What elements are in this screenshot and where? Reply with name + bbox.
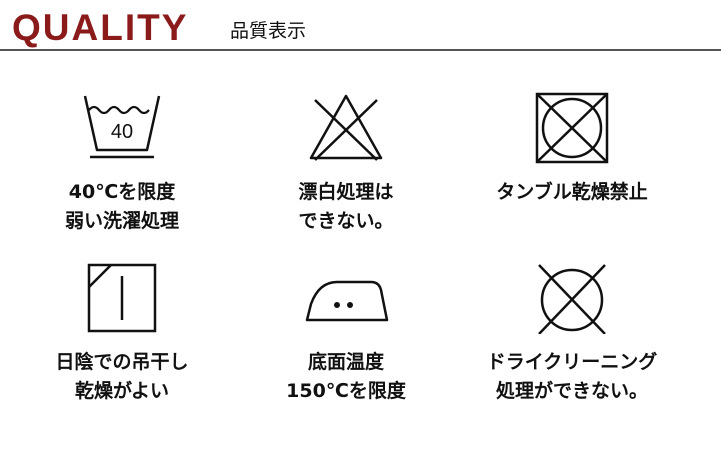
care-label-line: ドライクリーニング <box>486 351 658 373</box>
no-bleach-icon <box>309 94 383 161</box>
page-header: QUALITY 品質表示 <box>0 0 721 52</box>
care-label-line: 処理ができない。 <box>495 380 648 402</box>
care-label-line: 日陰での吊干し <box>55 351 189 373</box>
care-label-bleach: 漂白処理は できない。 <box>236 178 456 236</box>
care-label-line: 漂白処理は <box>298 181 394 203</box>
wash-tub-40-icon: 40 <box>83 95 161 159</box>
care-item-tumble: タンブル乾燥禁止 <box>462 92 682 207</box>
care-item-iron: 底面温度 150℃を限度 <box>236 262 456 406</box>
care-item-wash: 40 40℃を限度 弱い洗濯処理 <box>12 92 232 236</box>
care-label-line: 底面温度 <box>307 351 384 373</box>
wash-temperature-text: 40 <box>111 121 133 143</box>
care-label-tumble: タンブル乾燥禁止 <box>462 178 682 207</box>
iron-medium-heat-icon <box>305 280 389 322</box>
no-tumble-dry-icon <box>535 92 609 164</box>
care-label-wash: 40℃を限度 弱い洗濯処理 <box>12 178 232 236</box>
care-label-line: できない。 <box>298 210 394 232</box>
care-label-line: 40℃を限度 <box>68 181 176 203</box>
care-label-line-dry: 日陰での吊干し 乾燥がよい <box>12 348 232 406</box>
care-item-dry-clean: ドライクリーニング 処理ができない。 <box>462 262 682 406</box>
line-dry-shade-icon <box>87 263 157 333</box>
care-item-bleach: 漂白処理は できない。 <box>236 92 456 236</box>
page-subtitle: 品質表示 <box>230 20 307 42</box>
care-label-line: タンブル乾燥禁止 <box>496 181 648 203</box>
header-divider <box>0 49 721 51</box>
care-label-line: 弱い洗濯処理 <box>64 210 179 232</box>
care-label-line: 150℃を限度 <box>286 380 406 402</box>
care-item-line-dry: 日陰での吊干し 乾燥がよい <box>12 262 232 406</box>
care-label-dry-clean: ドライクリーニング 処理ができない。 <box>462 348 682 406</box>
care-label-line: 乾燥がよい <box>74 380 170 402</box>
page-title: QUALITY <box>12 7 189 48</box>
no-dry-clean-icon <box>538 264 606 334</box>
care-label-iron: 底面温度 150℃を限度 <box>236 348 456 406</box>
